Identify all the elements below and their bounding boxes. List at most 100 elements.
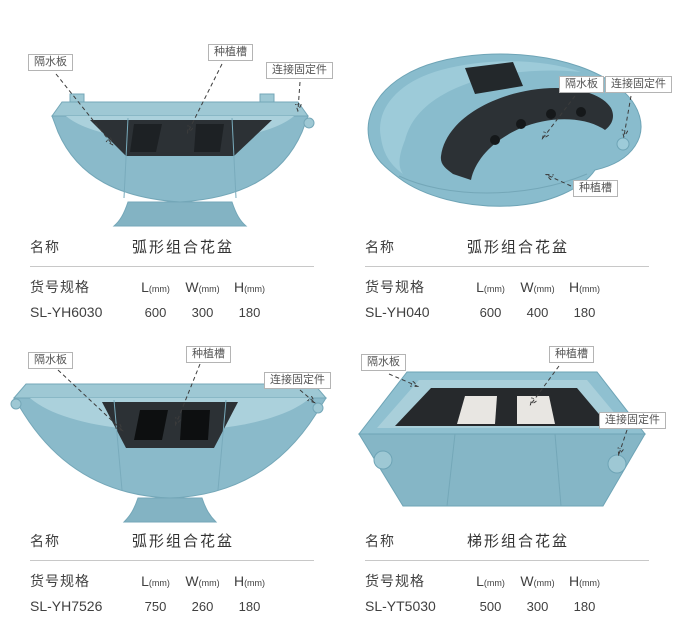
name-label: 名称 xyxy=(365,533,395,549)
callout-planting-groove: 种植槽 xyxy=(186,346,231,363)
dim-value-w: 260 xyxy=(191,599,214,614)
dim-value-h: 180 xyxy=(573,305,596,320)
dim-header-l: L(mm) xyxy=(132,573,179,589)
product-panel-3: 隔水板 种植槽 连接固定件 名称 弧形组合花盆 货号规格 L(mm) W(mm)… xyxy=(10,338,334,614)
callout-water-barrier: 隔水板 xyxy=(28,54,73,71)
dim-letter: H xyxy=(568,573,580,589)
dim-value-h: 180 xyxy=(573,599,596,614)
spec-label: 货号规格 xyxy=(365,573,425,589)
dim-header-h: H(mm) xyxy=(226,573,273,589)
dim-letter: L xyxy=(476,279,484,295)
name-row: 名称 梯形组合花盆 xyxy=(365,530,649,561)
dim-letter: H xyxy=(233,573,245,589)
dim-header-w: W(mm) xyxy=(179,279,226,295)
dim-unit: (mm) xyxy=(244,284,266,294)
dim-unit: (mm) xyxy=(483,578,505,588)
callout-planting-groove: 种植槽 xyxy=(549,346,594,363)
dim-header-l: L(mm) xyxy=(467,279,514,295)
product-photo-4: 隔水板 种植槽 连接固定件 xyxy=(345,338,667,524)
callout-arrows-2 xyxy=(345,95,665,187)
dim-unit: (mm) xyxy=(148,578,170,588)
dim-letter: H xyxy=(233,279,245,295)
product-name: 弧形组合花盆 xyxy=(132,239,235,256)
dim-value-w: 400 xyxy=(526,305,549,320)
product-name: 梯形组合花盆 xyxy=(467,533,570,550)
dim-unit: (mm) xyxy=(579,284,601,294)
dim-letter: W xyxy=(185,573,199,589)
dim-value-h: 180 xyxy=(238,305,261,320)
dim-letter: W xyxy=(185,279,199,295)
dim-header-h: H(mm) xyxy=(561,573,608,589)
callout-connector: 连接固定件 xyxy=(264,372,331,389)
model-number: SL-YH7526 xyxy=(30,598,103,614)
dim-header-row: 货号规格 L(mm) W(mm) H(mm) xyxy=(30,571,314,591)
dim-letter: L xyxy=(141,279,149,295)
spec-table-1: 名称 弧形组合花盆 货号规格 L(mm) W(mm) H(mm) SL-YH60… xyxy=(30,236,314,320)
dim-unit: (mm) xyxy=(579,578,601,588)
product-name: 弧形组合花盆 xyxy=(467,239,570,256)
dim-header-l: L(mm) xyxy=(467,573,514,589)
dim-unit: (mm) xyxy=(533,284,555,294)
dim-value-row: SL-YT5030 500 300 180 xyxy=(365,598,649,614)
callout-connector: 连接固定件 xyxy=(266,62,333,79)
name-label: 名称 xyxy=(365,239,395,255)
dim-letter: L xyxy=(141,573,149,589)
product-name: 弧形组合花盆 xyxy=(132,533,235,550)
spec-label: 货号规格 xyxy=(30,279,90,295)
dim-value-row: SL-YH040 600 400 180 xyxy=(365,304,649,320)
dim-value-row: SL-YH7526 750 260 180 xyxy=(30,598,314,614)
dim-unit: (mm) xyxy=(198,578,220,588)
name-row: 名称 弧形组合花盆 xyxy=(365,236,649,267)
dim-letter: W xyxy=(520,573,534,589)
dim-value-row: SL-YH6030 600 300 180 xyxy=(30,304,314,320)
product-panel-4: 隔水板 种植槽 连接固定件 名称 梯形组合花盆 货号规格 L(mm) W(mm)… xyxy=(345,338,669,614)
spec-label: 货号规格 xyxy=(30,573,90,589)
callout-arrows-3 xyxy=(57,363,330,538)
product-panel-2: 隔水板 连接固定件 种植槽 名称 弧形组合花盆 货号规格 L(mm) W(mm)… xyxy=(345,28,672,320)
name-row: 名称 弧形组合花盆 xyxy=(30,530,314,561)
dim-header-row: 货号规格 L(mm) W(mm) H(mm) xyxy=(30,277,314,297)
callout-planting-groove: 种植槽 xyxy=(573,180,618,197)
spec-table-3: 名称 弧形组合花盆 货号规格 L(mm) W(mm) H(mm) SL-YH75… xyxy=(30,530,314,614)
dim-header-row: 货号规格 L(mm) W(mm) H(mm) xyxy=(365,571,649,591)
dim-header-h: H(mm) xyxy=(561,279,608,295)
spec-table-4: 名称 梯形组合花盆 货号规格 L(mm) W(mm) H(mm) SL-YT50… xyxy=(365,530,649,614)
dim-value-l: 500 xyxy=(479,599,502,614)
callout-arrows-1 xyxy=(55,63,330,228)
dim-value-l: 750 xyxy=(144,599,167,614)
product-photo-1: 隔水板 种植槽 连接固定件 xyxy=(10,28,333,230)
callout-connector: 连接固定件 xyxy=(605,76,672,93)
callout-water-barrier: 隔水板 xyxy=(559,76,604,93)
product-photo-2: 隔水板 连接固定件 种植槽 xyxy=(345,28,672,230)
dim-unit: (mm) xyxy=(244,578,266,588)
dim-header-w: W(mm) xyxy=(514,573,561,589)
dim-value-w: 300 xyxy=(526,599,549,614)
dim-unit: (mm) xyxy=(148,284,170,294)
dim-value-l: 600 xyxy=(144,305,167,320)
name-label: 名称 xyxy=(30,239,60,255)
dim-letter: L xyxy=(476,573,484,589)
model-number: SL-YH040 xyxy=(365,304,430,320)
name-row: 名称 弧形组合花盆 xyxy=(30,236,314,267)
product-panel-1: 隔水板 种植槽 连接固定件 名称 弧形组合花盆 货号规格 L(mm) W(mm)… xyxy=(10,28,334,320)
dim-unit: (mm) xyxy=(198,284,220,294)
callout-water-barrier: 隔水板 xyxy=(361,354,406,371)
callout-arrows-4 xyxy=(388,365,628,538)
dim-header-w: W(mm) xyxy=(179,573,226,589)
spec-table-2: 名称 弧形组合花盆 货号规格 L(mm) W(mm) H(mm) SL-YH04… xyxy=(365,236,649,320)
name-label: 名称 xyxy=(30,533,60,549)
dim-letter: H xyxy=(568,279,580,295)
callout-water-barrier: 隔水板 xyxy=(28,352,73,369)
callout-planting-groove: 种植槽 xyxy=(208,44,253,61)
product-photo-3: 隔水板 种植槽 连接固定件 xyxy=(10,338,332,524)
connector-fixture-part xyxy=(303,117,315,129)
spec-label: 货号规格 xyxy=(365,279,425,295)
dim-unit: (mm) xyxy=(533,578,555,588)
dim-header-w: W(mm) xyxy=(514,279,561,295)
dim-header-l: L(mm) xyxy=(132,279,179,295)
dim-header-row: 货号规格 L(mm) W(mm) H(mm) xyxy=(365,277,649,297)
dim-letter: W xyxy=(520,279,534,295)
model-number: SL-YT5030 xyxy=(365,598,436,614)
dim-unit: (mm) xyxy=(483,284,505,294)
